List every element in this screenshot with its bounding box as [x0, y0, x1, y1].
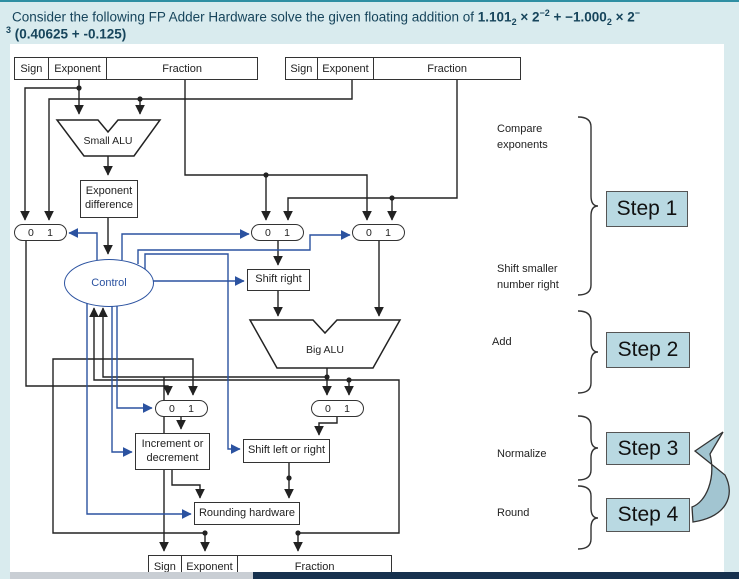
mux-fraction-b-select: 0 1	[352, 224, 405, 241]
mux-input-1-label: 1	[47, 226, 53, 239]
question-title-line2: 3 (0.40625 + -0.125)	[6, 25, 126, 42]
label-compare-exponents-line2: exponents	[497, 139, 548, 151]
increment-decrement-line2: decrement	[146, 451, 199, 464]
title-sup: 3	[6, 25, 12, 35]
question-title-line1: Consider the following FP Adder Hardware…	[12, 8, 640, 27]
register-exponent-cell: Exponent	[318, 58, 375, 79]
exponent-difference-block: Exponent difference	[80, 180, 138, 218]
title-math: 1.101	[477, 9, 512, 25]
title-sup: −2	[539, 8, 550, 18]
register-fraction-cell: Fraction	[427, 62, 467, 75]
increment-decrement-block: Increment or decrement	[135, 433, 210, 470]
mux-input-1-label: 1	[344, 402, 350, 415]
mux-input-0-label: 0	[169, 402, 175, 415]
title-math: × 2	[516, 9, 540, 25]
mux-input-0-label: 0	[366, 226, 372, 239]
bottom-scrollbar-track[interactable]	[10, 572, 253, 579]
register-operand-b: Sign Exponent Fraction	[285, 57, 521, 80]
register-exponent-cell: Exponent	[182, 556, 239, 577]
mux-input-1-label: 1	[284, 226, 290, 239]
label-compare-exponents-line1: Compare	[497, 123, 543, 135]
label-normalize: Normalize	[497, 448, 547, 460]
title-sub: 2	[511, 17, 517, 28]
mux-exponent-select: 0 1	[14, 224, 67, 241]
mux-input-0-label: 0	[28, 226, 34, 239]
exponent-difference-line2: difference	[84, 199, 134, 211]
title-math: × 2	[611, 9, 635, 25]
mux-input-1-label: 1	[385, 226, 391, 239]
title-intro: Consider the following FP Adder Hardware…	[12, 9, 478, 25]
step-2-box: Step 2	[606, 332, 690, 368]
title-sub: 2	[606, 17, 612, 28]
big-alu-label: Big ALU	[306, 344, 344, 356]
mux-fraction-result-select: 0 1	[311, 400, 364, 417]
register-operand-a: Sign Exponent Fraction	[14, 57, 258, 80]
shift-right-block: Shift right	[247, 269, 310, 291]
title-sup: −	[634, 8, 641, 18]
title-math: + −1.000	[549, 9, 607, 25]
register-fraction-cell: Fraction	[162, 62, 202, 75]
bottom-bar	[253, 572, 739, 579]
shift-left-right-block: Shift left or right	[243, 439, 330, 463]
rounding-hardware-block: Rounding hardware	[194, 502, 300, 525]
mux-input-0-label: 0	[265, 226, 271, 239]
title-decimal-values: (0.40625 + -0.125)	[11, 26, 127, 42]
exponent-difference-line1: Exponent	[85, 185, 133, 198]
step-3-box: Step 3	[606, 432, 690, 465]
mux-exponent-result-select: 0 1	[155, 400, 208, 417]
step-4-box: Step 4	[606, 498, 690, 532]
label-shift-smaller-line2: number right	[497, 279, 559, 291]
control-signal-wires	[68, 228, 351, 519]
increment-decrement-line1: Increment or	[141, 437, 204, 450]
small-alu-shape	[55, 119, 162, 157]
mux-input-0-label: 0	[325, 402, 331, 415]
label-round: Round	[497, 507, 530, 519]
black-wires	[20, 79, 458, 552]
label-shift-smaller-line1: Shift smaller	[497, 263, 558, 275]
mux-input-1-label: 1	[188, 402, 194, 415]
step-1-box: Step 1	[606, 191, 688, 227]
small-alu-label: Small ALU	[83, 135, 133, 147]
step-braces	[577, 116, 599, 550]
mux-fraction-a-select: 0 1	[251, 224, 304, 241]
register-fraction-cell: Fraction	[294, 560, 335, 573]
loop-arrow-icon	[691, 431, 730, 523]
register-exponent-cell: Exponent	[49, 58, 108, 79]
register-sign-cell: Sign	[15, 58, 49, 79]
big-alu-shape	[248, 319, 402, 369]
junction-dots	[76, 85, 395, 536]
register-sign-cell: Sign	[286, 58, 318, 79]
label-add: Add	[492, 336, 512, 348]
control-block: Control	[64, 259, 154, 307]
register-sign-cell: Sign	[149, 556, 182, 577]
